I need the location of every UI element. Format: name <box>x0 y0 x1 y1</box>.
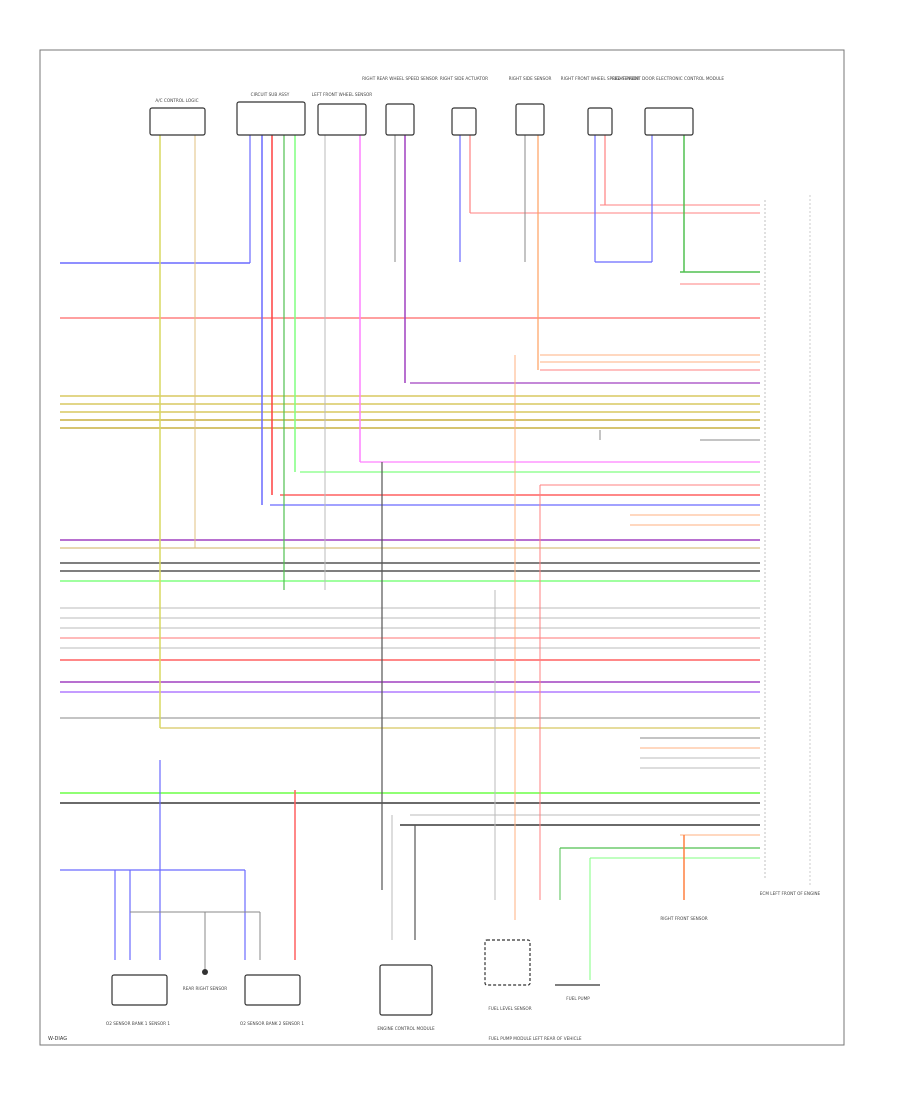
component-label: FUEL PUMP <box>566 996 590 1001</box>
top-components: A/C CONTROL LOGIC CIRCUIT SUB ASSY LEFT … <box>149 76 724 136</box>
component-label: RIGHT SIDE ACTUATOR <box>440 76 488 81</box>
ecm-side-label: ECM LEFT FRONT OF ENGINE <box>760 891 821 896</box>
component-b5: FUEL LEVEL SENSOR <box>484 939 532 1011</box>
component-c8: RIGHT FRONT DOOR ELECTRONIC CONTROL MODU… <box>612 76 724 136</box>
component-b6: FUEL PUMP <box>555 984 600 1001</box>
bottom-components: O2 SENSOR BANK 1 SENSOR 1 REAR RIGHT SEN… <box>106 916 708 1031</box>
component-label: RIGHT FRONT SENSOR <box>660 916 707 921</box>
component-c7: RIGHT FRONT WHEEL SPEED SENSOR <box>561 76 640 136</box>
component-label: REAR RIGHT SENSOR <box>183 986 227 991</box>
component-c6: RIGHT SIDE SENSOR <box>509 76 552 136</box>
component-b2: REAR RIGHT SENSOR <box>183 969 227 991</box>
diagram-frame <box>39 49 845 1046</box>
component-label: LEFT FRONT WHEEL SENSOR <box>312 92 372 97</box>
component-c1: A/C CONTROL LOGIC <box>149 98 206 136</box>
component-c5: RIGHT SIDE ACTUATOR <box>440 76 488 136</box>
component-label: O2 SENSOR BANK 2 SENSOR 1 <box>240 1021 304 1026</box>
component-label: RIGHT REAR WHEEL SPEED SENSOR <box>362 76 438 81</box>
component-label: A/C CONTROL LOGIC <box>155 98 198 103</box>
component-label: ENGINE CONTROL MODULE <box>377 1026 435 1031</box>
component-c3: LEFT FRONT WHEEL SENSOR <box>312 92 372 136</box>
component-label: CIRCUIT SUB ASSY <box>251 92 290 97</box>
component-b4: ENGINE CONTROL MODULE <box>377 964 435 1031</box>
bottom-caption: FUEL PUMP MODULE LEFT REAR OF VEHICLE <box>488 1036 581 1041</box>
footer-code: W-DIAG <box>48 1036 67 1042</box>
component-label: RIGHT FRONT WHEEL SPEED SENSOR <box>561 76 640 81</box>
component-label: RIGHT FRONT DOOR ELECTRONIC CONTROL MODU… <box>612 76 724 81</box>
component-b7: RIGHT FRONT SENSOR <box>660 916 707 921</box>
vertical-wires <box>114 135 685 980</box>
component-label: RIGHT SIDE SENSOR <box>509 76 552 81</box>
component-label: O2 SENSOR BANK 1 SENSOR 1 <box>106 1021 170 1026</box>
horizontal-wires <box>60 204 760 871</box>
component-label: FUEL LEVEL SENSOR <box>488 1006 531 1011</box>
component-b1: O2 SENSOR BANK 1 SENSOR 1 <box>106 974 170 1026</box>
component-c4: RIGHT REAR WHEEL SPEED SENSOR <box>362 76 438 136</box>
component-c2: CIRCUIT SUB ASSY <box>236 92 306 136</box>
component-b3: O2 SENSOR BANK 2 SENSOR 1 <box>240 974 304 1026</box>
